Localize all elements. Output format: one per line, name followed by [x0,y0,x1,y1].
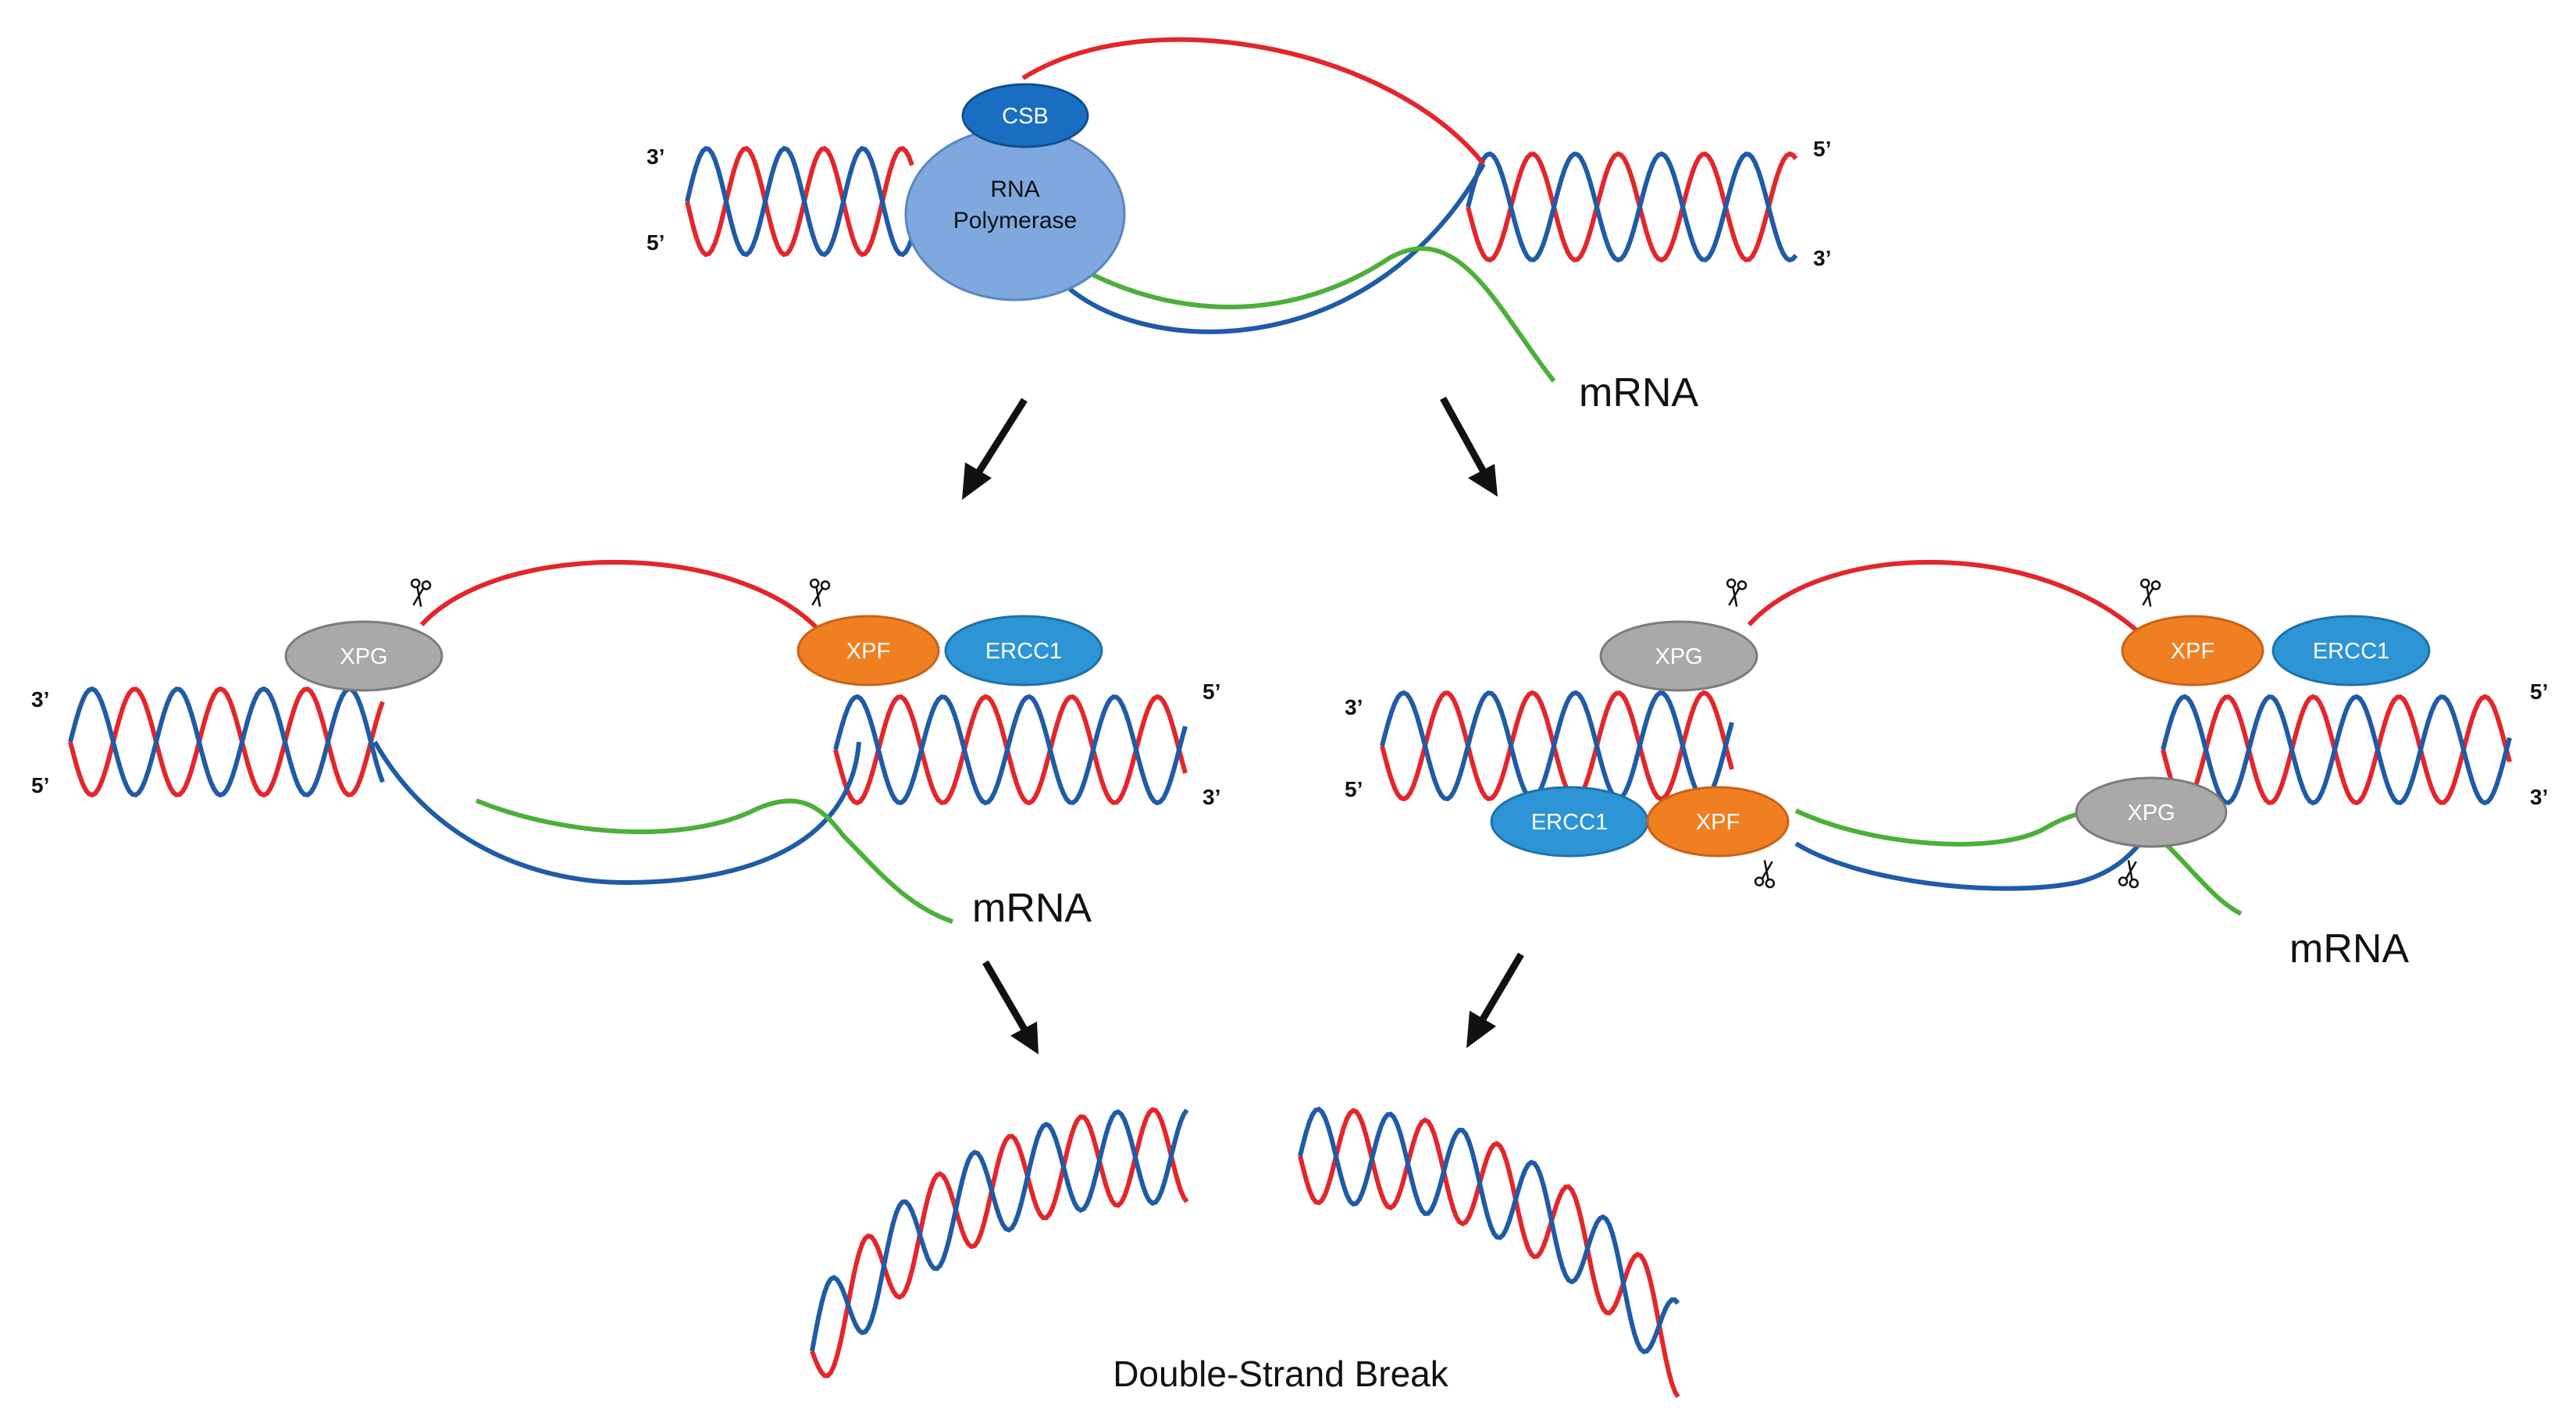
csb-label: CSB [1002,104,1049,129]
mrna-strand [1092,246,1556,383]
scissors-icon [806,577,832,609]
mid-left-right-3prime: 3’ [1202,785,1220,809]
top-right-helix [1466,151,1798,263]
top-left-5prime: 5’ [647,230,664,255]
top-left-helix [685,145,914,258]
arrow-mid-left [982,960,1039,1054]
displaced-strand-red [1747,559,2150,643]
dna-strand-blue [810,1108,1189,1352]
broken-helix-left [810,1107,1189,1378]
mid-left-5prime: 5’ [31,773,49,797]
xpf-label: XPF [846,639,890,664]
mid-right-left-3prime: 3’ [1345,695,1363,719]
mid-right-mrna-label: mRNA [2289,926,2409,972]
mid-right-left-5prime: 5’ [1345,777,1363,801]
xpg-protein [284,620,444,692]
xpg-label: XPG [1655,644,1702,669]
panel-top-transcription-bubble: RNA Polymerase CSB 3’ 5’ 5’ 3’ mRNA [647,37,1831,415]
top-mrna-label: mRNA [1579,370,1698,415]
dna-strand-blue [685,145,914,258]
template-strand-blue [1794,822,2157,891]
template-strand-red [1021,37,1486,166]
arrow-mid-right [1466,952,1524,1048]
top-left-3prime: 3’ [647,144,664,169]
top-right-5prime: 5’ [1813,137,1831,161]
xpf-label-lower: XPF [1696,810,1740,835]
xpf-protein [796,615,940,687]
rna-polymerase-label-line1: RNA [990,177,1039,202]
xpg-label: XPG [340,644,387,669]
ercc1-protein [944,615,1103,687]
xpg-label-lower: XPG [2127,801,2175,826]
dna-strand-red [810,1107,1189,1378]
scissors-icon [1753,858,1779,890]
mid-right-left-helix [1380,690,1734,802]
csb-protein [961,83,1089,148]
dna-strand-red [68,686,385,798]
mid-right-right-3prime: 3’ [2530,785,2548,809]
arrow-top-right [1440,396,1498,497]
panel-middle-right-dual-incision: XPG XPF ERCC1 ERCC1 XPF XPG 3’ 5’ 5’ 3’ … [1345,559,2548,972]
mrna-strand [475,798,953,924]
ercc1-label-lower: ERCC1 [1531,810,1608,835]
scissors-icon [1723,577,1748,609]
displaced-strand-red [419,559,830,642]
scissors-icon [407,577,433,609]
scissors-icon [2136,577,2162,609]
ercc1-label: ERCC1 [985,639,1062,664]
dna-strand-blue [1298,1106,1680,1355]
mid-right-right-5prime: 5’ [2530,679,2548,704]
mid-left-left-helix [68,686,385,798]
xpg-protein [1599,620,1758,692]
xpg-protein-lower [2075,776,2228,848]
dna-strand-blue [2161,694,2512,806]
dna-strand-blue [1466,151,1798,263]
arrow-top-left [962,398,1028,500]
panel-bottom-double-strand-break [810,1106,1680,1399]
dna-strand-red [1466,151,1798,263]
dna-strand-red [1298,1107,1680,1399]
panel-middle-left-single-incision: XPG XPF ERCC1 3’ 5’ 5’ 3’ mRNA [31,559,1220,931]
rna-polymerase-label-line2: Polymerase [953,208,1077,234]
ercc1-protein [2271,615,2431,687]
double-strand-break-caption: Double-Strand Break [1113,1353,1449,1394]
xpf-protein [2121,615,2264,687]
mid-left-mrna-label: mRNA [972,886,1092,931]
dna-strand-blue [1380,690,1734,802]
template-strand-blue [1068,162,1486,334]
mid-right-right-helix [2161,694,2512,806]
xpf-label: XPF [2171,639,2214,664]
dna-strand-blue [68,686,385,798]
mid-left-right-5prime: 5’ [1202,679,1220,704]
dna-strand-blue [833,694,1188,806]
top-right-3prime: 3’ [1813,246,1831,270]
mid-left-3prime: 3’ [31,687,49,712]
dna-strand-red [2161,694,2512,806]
mid-left-right-helix [833,694,1188,806]
dna-strand-red [685,145,914,258]
template-strand-blue [372,740,861,886]
broken-helix-right [1298,1106,1680,1399]
ercc1-label: ERCC1 [2313,639,2389,664]
dna-helices [68,145,2512,806]
dna-strand-red [833,694,1188,806]
xpf-protein-lower [1646,786,1790,858]
dna-strand-red [1380,690,1734,802]
